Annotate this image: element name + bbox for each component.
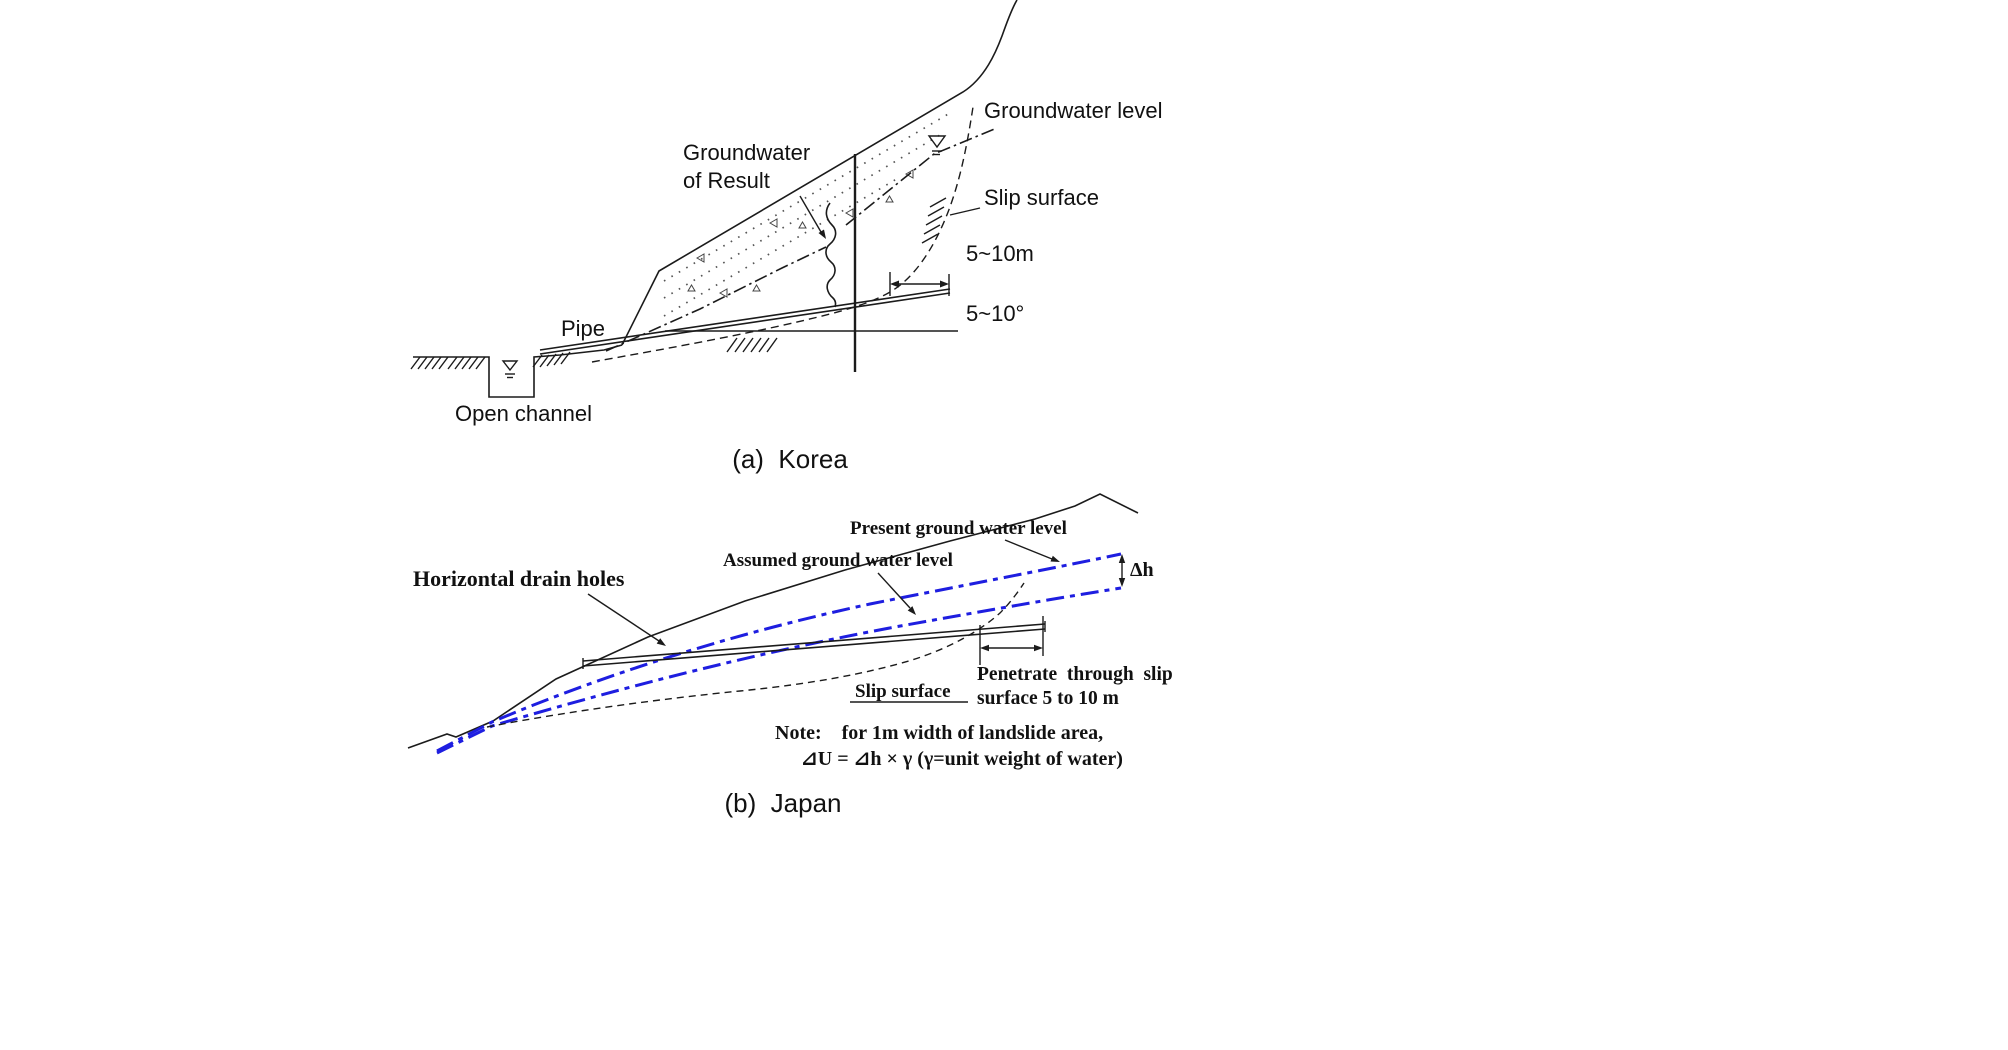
- label-groundwater-result-2: of Result: [683, 168, 770, 193]
- caption-korea: (a) Korea: [732, 444, 848, 474]
- korea-diagram: Groundwater of Result Groundwater level …: [410, 0, 1163, 474]
- label-note-2: ⊿U = ⊿h × γ (γ=unit weight of water): [801, 748, 1123, 770]
- present-groundwater-line: [436, 552, 1122, 753]
- slip-surface-line: [591, 106, 974, 363]
- soil-triangle-symbols: [687, 169, 914, 298]
- label-groundwater-level: Groundwater level: [984, 98, 1163, 123]
- assumed-groundwater-line: [436, 586, 1122, 755]
- horizontal-drain-pipe: [582, 621, 1046, 669]
- label-note-1: Note: for 1m width of landslide area,: [775, 722, 1103, 744]
- label-pipe: Pipe: [561, 316, 605, 341]
- label-assumed-gwl: Assumed ground water level: [723, 550, 953, 571]
- channel-water-level-icon: [501, 360, 519, 379]
- label-slip-surface-japan: Slip surface: [855, 681, 951, 702]
- label-horizontal-drain-holes: Horizontal drain holes: [413, 566, 625, 591]
- present-gwl-arrow: [1004, 539, 1060, 562]
- penetration-dimension-japan: [979, 616, 1044, 665]
- groundwater-drawdown-wavy-line: [825, 202, 837, 308]
- label-groundwater-result-1: Groundwater: [683, 140, 810, 165]
- groundwater-table-icon: [927, 135, 947, 156]
- delta-h-arrow: [1118, 554, 1126, 587]
- groundwater-result-arrow: [799, 195, 826, 239]
- label-slip-surface-korea: Slip surface: [984, 185, 1099, 210]
- drain-holes-arrow: [587, 593, 666, 646]
- slope-stipple-texture: [663, 112, 951, 317]
- drain-pipe: [539, 288, 951, 355]
- label-penetrate-1: Penetrate through slip: [977, 664, 1173, 685]
- slip-surface-leader: [949, 207, 981, 216]
- slope-surface: [621, 0, 1018, 346]
- label-open-channel: Open channel: [455, 401, 592, 426]
- ground-surface-japan: [407, 493, 1139, 749]
- groundwater-result-line: [605, 246, 827, 352]
- assumed-gwl-arrow: [877, 572, 916, 615]
- ground-hatching: [410, 351, 571, 370]
- label-length-dim: 5~10m: [966, 241, 1034, 266]
- ground-surface-left: [413, 344, 623, 398]
- groundwater-level-line: [845, 127, 998, 226]
- label-angle-dim: 5~10°: [966, 301, 1024, 326]
- penetration-dimension: [889, 272, 950, 296]
- japan-diagram: Horizontal drain holes Present ground wa…: [407, 493, 1173, 818]
- slip-zone-hatching: [921, 197, 947, 244]
- bedrock-hatching: [726, 337, 778, 353]
- label-present-gwl: Present ground water level: [850, 518, 1067, 539]
- caption-japan: (b) Japan: [724, 788, 841, 818]
- label-penetrate-2: surface 5 to 10 m: [977, 688, 1119, 709]
- slip-surface-line-japan: [486, 582, 1025, 728]
- label-delta-h: Δh: [1130, 559, 1154, 581]
